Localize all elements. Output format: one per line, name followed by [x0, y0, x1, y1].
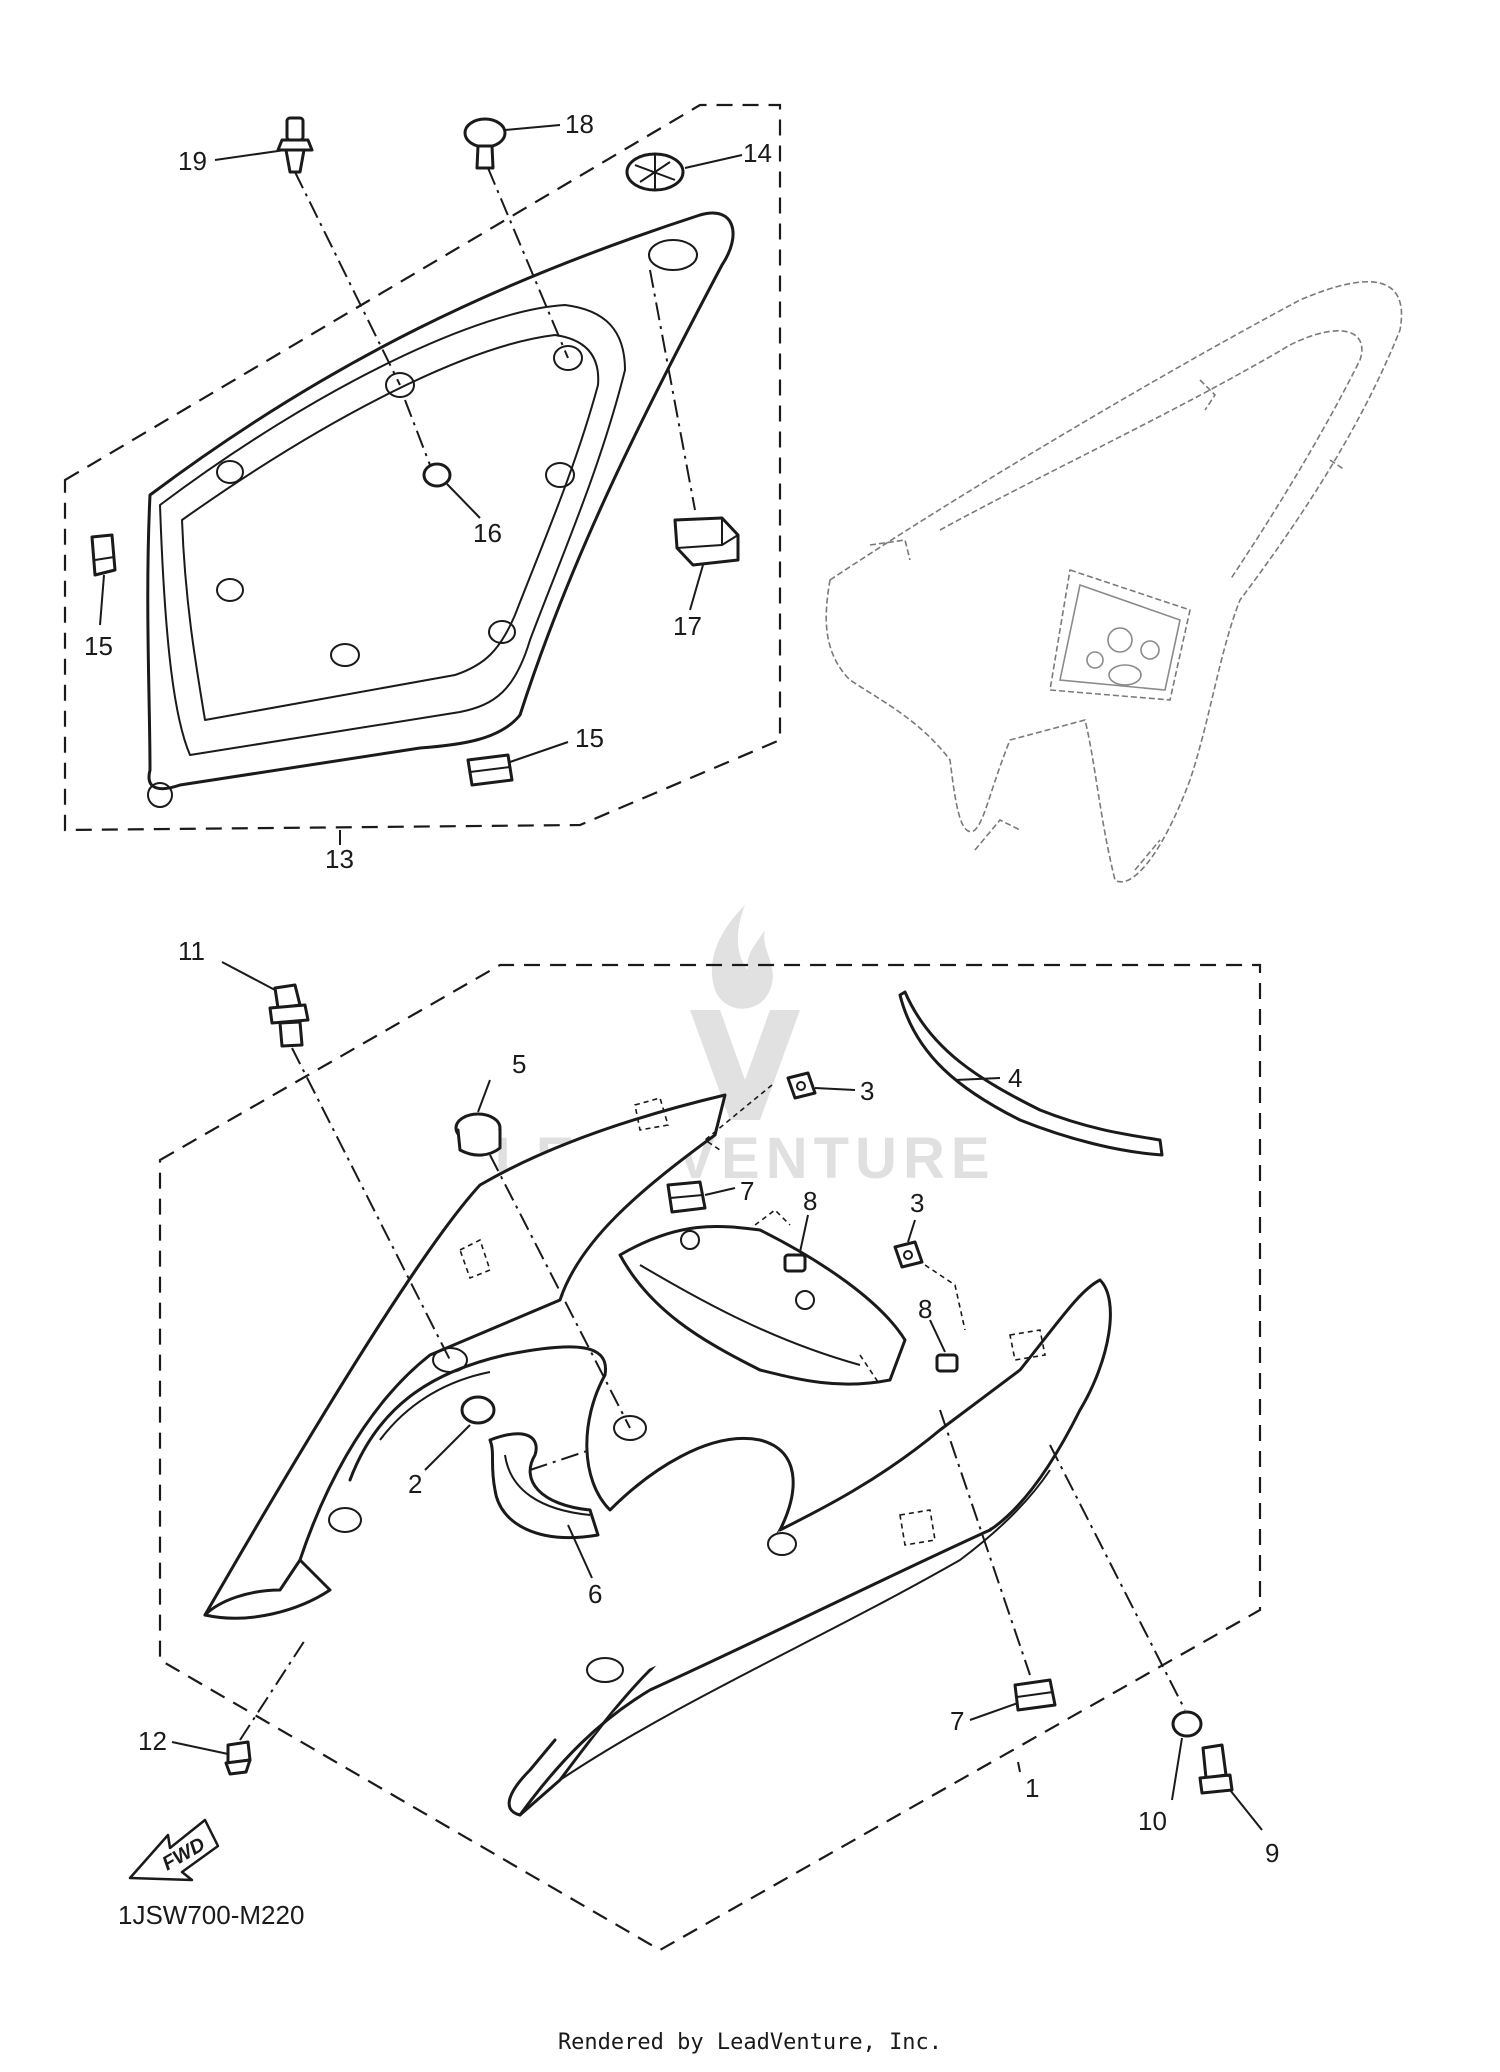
damper-7-lower [1013, 1678, 1057, 1712]
callout-4: 4 [1008, 1063, 1022, 1093]
leader-18 [504, 124, 561, 131]
trim-strip-4 [898, 990, 1164, 1157]
axis-12 [239, 1639, 306, 1741]
leader-14 [684, 154, 743, 169]
callout-14: 14 [743, 138, 772, 168]
callout-17: 17 [673, 611, 702, 641]
leader-8b [929, 1319, 946, 1353]
leader-3b [907, 1219, 916, 1243]
grommet-5 [454, 1112, 502, 1157]
diagram-code: 1JSW700-M220 [118, 1900, 305, 1930]
axis-14 [649, 269, 696, 511]
leader-19 [214, 149, 286, 161]
callout-11: 11 [178, 936, 205, 966]
lower-assembly: 11 5 3 4 7 8 3 8 2 6 7 12 1 10 9 [138, 936, 1279, 1952]
leader-2 [424, 1424, 471, 1471]
axis-18 [487, 167, 569, 359]
damper-6 [488, 1432, 600, 1540]
inner-bracket [618, 1208, 907, 1386]
clip-12 [224, 1740, 252, 1776]
leader-15b [509, 741, 569, 763]
callout-9: 9 [1265, 1838, 1279, 1868]
nut-3-upper [786, 1071, 817, 1100]
callout-12: 12 [138, 1726, 167, 1756]
leader-8a [799, 1214, 809, 1253]
bolt-9 [1198, 1743, 1234, 1795]
damper-7-upper [666, 1180, 707, 1214]
hidden-3-lower [924, 1264, 966, 1331]
damper-8-upper [783, 1253, 807, 1273]
damper-8-lower [935, 1353, 959, 1373]
leader-9 [1229, 1789, 1263, 1831]
damper-15-right [466, 753, 514, 787]
clip-19 [276, 116, 314, 174]
callout-19: 19 [178, 146, 207, 176]
axis-7-lower [939, 1409, 1031, 1676]
leader-15a [99, 574, 105, 626]
leader-11 [221, 961, 276, 991]
axis-11 [291, 1047, 451, 1361]
upper-assembly-boundary [63, 103, 782, 832]
axis-5 [489, 1154, 631, 1429]
render-credit: Rendered by LeadVenture, Inc. [557, 2030, 943, 2055]
leader-3a [814, 1087, 856, 1091]
grommet-2 [460, 1395, 496, 1425]
hidden-3-upper [703, 1084, 773, 1151]
callout-1: 1 [1025, 1773, 1039, 1803]
leader-7b [969, 1702, 1019, 1721]
reference-frame-ghost [825, 281, 1403, 883]
callout-15a: 15 [84, 631, 113, 661]
leader-17 [689, 564, 704, 611]
leader-5 [477, 1079, 491, 1113]
lower-assembly-boundary [158, 963, 1262, 1952]
damper-17 [673, 516, 740, 567]
leader-16 [446, 483, 481, 519]
emblem-14 [625, 152, 685, 192]
callout-13: 13 [325, 844, 354, 874]
callout-18: 18 [565, 109, 594, 139]
callout-7a: 7 [740, 1176, 754, 1206]
grommet-16 [422, 462, 452, 488]
callout-16: 16 [473, 518, 502, 548]
axis-16 [404, 399, 431, 466]
leader-7a [704, 1187, 736, 1196]
leader-10 [1171, 1737, 1183, 1801]
side-cover-1 [203, 1093, 1112, 1817]
fwd-arrow: FWD [128, 1818, 220, 1882]
bolt-18 [463, 117, 507, 170]
callout-8a: 8 [803, 1186, 817, 1216]
callout-2: 2 [408, 1469, 422, 1499]
callout-15b: 15 [575, 723, 604, 753]
bolt-11 [268, 983, 310, 1048]
inner-panel-13 [146, 211, 735, 808]
upper-assembly: 19 18 14 16 17 15 15 13 [63, 103, 1403, 883]
damper-15-left [90, 533, 117, 577]
washer-10 [1171, 1710, 1203, 1738]
callout-7b: 7 [950, 1706, 964, 1736]
callout-5: 5 [512, 1049, 526, 1079]
axis-19 [294, 171, 401, 386]
leader-4 [954, 1077, 1001, 1081]
leader-12 [171, 1741, 229, 1755]
callout-10: 10 [1138, 1806, 1167, 1836]
axis-10 [1049, 1444, 1186, 1711]
nut-3-lower [893, 1240, 924, 1269]
callout-3a: 3 [860, 1076, 874, 1106]
callout-3b: 3 [910, 1188, 924, 1218]
axis-6 [529, 1449, 591, 1471]
leader-6 [567, 1524, 593, 1579]
callout-8b: 8 [918, 1294, 932, 1324]
leader-1 [1017, 1761, 1021, 1773]
callout-6: 6 [588, 1579, 602, 1609]
